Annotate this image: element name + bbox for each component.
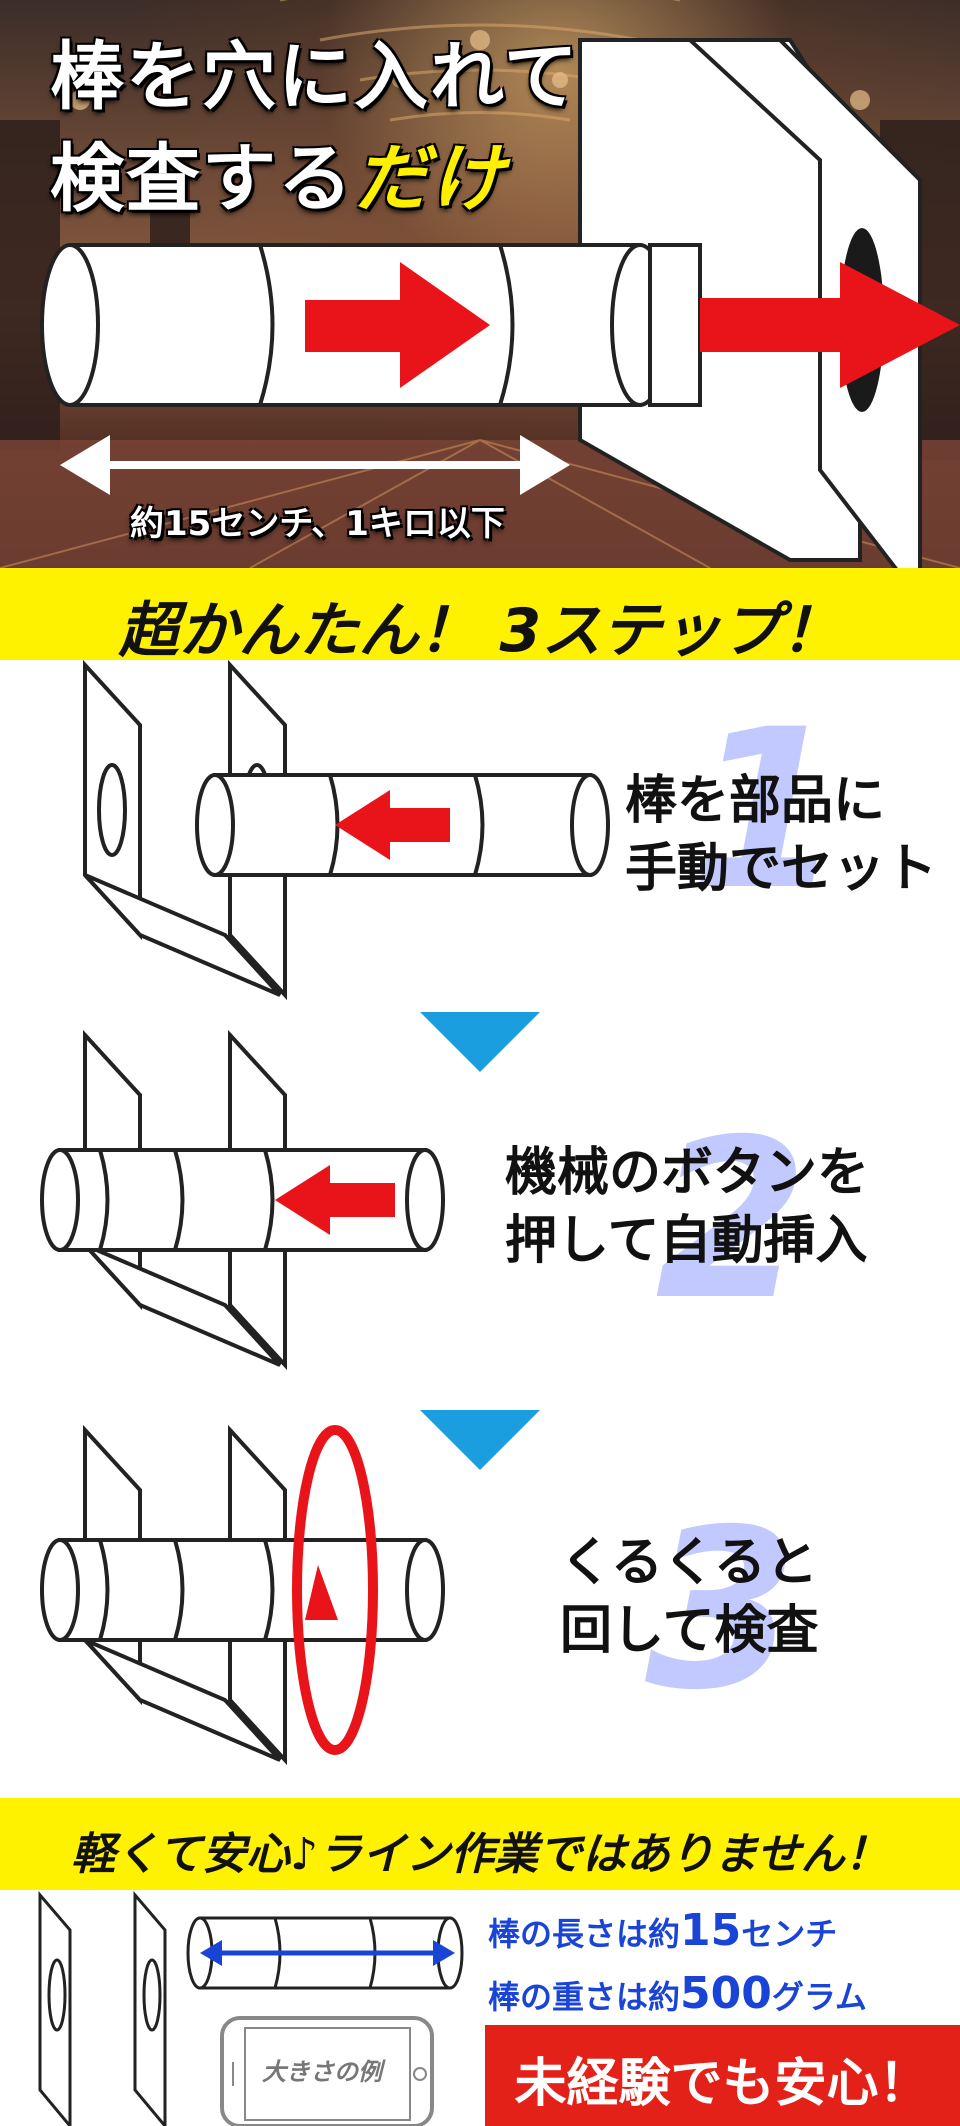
step-2-line2: 押して自動挿入 — [505, 1210, 868, 1271]
hero-title-line2: 検査するだけ — [50, 142, 506, 216]
hero-title-accent: だけ — [354, 136, 506, 222]
phone-label: 大きさの例 — [262, 2058, 382, 2086]
hero-title-line1: 棒を穴に入れて — [50, 34, 580, 120]
step-2-number: 2 — [655, 1092, 809, 1348]
step-3-text: くるくると 回して検査 — [560, 1530, 818, 1665]
step-divider-triangle-1 — [420, 1012, 540, 1072]
dimension-arrow — [60, 435, 570, 495]
step-1-illustration — [83, 659, 610, 1001]
dimension-caption: 約15センチ、1キロ以下 — [130, 504, 505, 544]
length-spec-prefix: 棒の長さは約 — [488, 1915, 681, 1953]
hero-arrow-right — [700, 262, 960, 388]
weight-spec: 棒の重さは約500グラム — [488, 1968, 867, 2019]
info-banner-text: 軽くて安心♪ライン作業ではありません！ — [71, 1829, 889, 1880]
weight-spec-unit: グラム — [771, 1978, 867, 2016]
steps-banner-text: 超かんたん！ 3ステップ！ — [118, 596, 842, 666]
step-2-text: 機械のボタンを 押して自動挿入 — [505, 1140, 869, 1275]
length-spec-value: 15 — [680, 1905, 742, 1956]
rotation-arrow — [292, 1425, 378, 1755]
hero-title-prefix: 検査する — [50, 136, 354, 222]
step-3-illustration — [40, 1424, 445, 1766]
hero-arrow-left — [305, 262, 490, 388]
no-experience-text: 未経験でも安心！ — [514, 2054, 931, 2114]
step-3-number: 3 — [645, 1482, 799, 1738]
weight-spec-value: 500 — [680, 1968, 772, 2019]
hero-section: 棒を穴に入れて 検査するだけ 約15センチ、1キロ以下 — [0, 0, 960, 568]
smartphone-icon — [220, 2016, 434, 2126]
step-1-number: 1 — [690, 682, 844, 938]
step-divider-triangle-2 — [420, 1410, 540, 1470]
fixture-block — [684, 38, 922, 568]
length-spec-unit: センチ — [741, 1915, 838, 1953]
step-1-arrow — [335, 790, 450, 860]
step-1-line1: 棒を部品に — [625, 771, 886, 831]
length-arrow — [200, 1940, 455, 1966]
steps-banner — [0, 568, 960, 660]
step-1-line2: 手動でセット — [625, 838, 938, 899]
no-experience-banner: 未経験でも安心！ — [485, 2025, 960, 2126]
hero-rod-illustration — [40, 38, 960, 568]
length-spec: 棒の長さは約15センチ — [488, 1905, 837, 1956]
info-banner — [0, 1798, 960, 1890]
step-2-illustration — [40, 1029, 445, 1371]
step-2-arrow — [275, 1165, 395, 1235]
step-2-line1: 機械のボタンを — [505, 1143, 870, 1203]
weight-spec-prefix: 棒の重さは約 — [488, 1978, 681, 2016]
size-example-illustration — [38, 1890, 464, 2126]
step-1-text: 棒を部品に 手動でセット — [625, 768, 937, 903]
step-3-line1: くるくると — [560, 1533, 818, 1593]
step-3-line2: 回して検査 — [560, 1600, 819, 1661]
